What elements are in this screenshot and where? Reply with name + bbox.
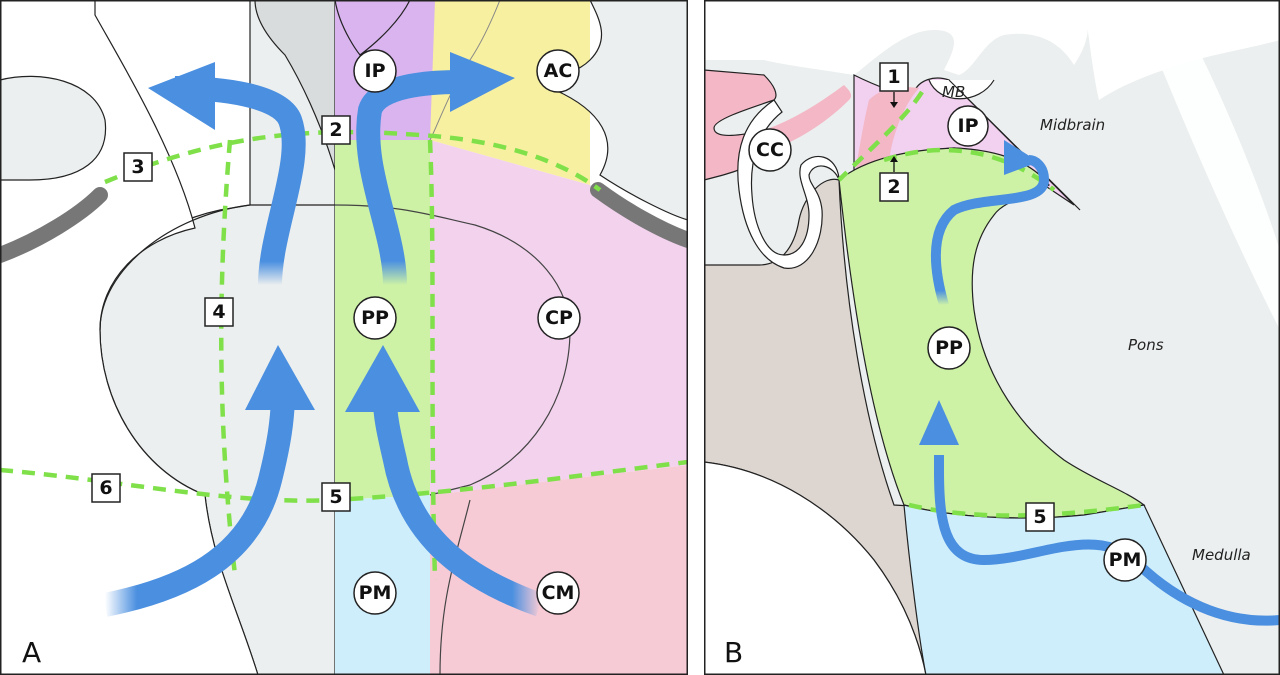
left-tentorial-edge bbox=[0, 187, 108, 263]
zone-pm bbox=[903, 504, 1225, 675]
cistern-cp-label: CP bbox=[545, 307, 573, 329]
membrane-6-box: 6 bbox=[91, 473, 121, 503]
ip-notch bbox=[334, 0, 411, 56]
right-temporal-lobe bbox=[554, 0, 688, 221]
panel-b-border bbox=[704, 0, 1280, 675]
flow-arrow-up-right-head bbox=[450, 52, 515, 112]
cistern-pm-label: PM bbox=[1109, 549, 1142, 571]
cistern-cc: CC bbox=[748, 128, 792, 172]
cistern-pm: PM bbox=[353, 571, 397, 615]
panel-b-diagram: CC IP PP PM 1 2 5 MB Midbrain Pons Medul… bbox=[704, 0, 1280, 675]
membrane-2-label: 2 bbox=[329, 119, 342, 141]
region-medulla-label: Medulla bbox=[1192, 546, 1251, 564]
left-temporal-lobe bbox=[0, 75, 107, 181]
flow-arrow-pm-to-pp-head bbox=[919, 400, 959, 445]
membrane-5-label: 5 bbox=[1033, 506, 1046, 528]
flow-arrow-lower-left-head bbox=[245, 345, 315, 410]
membrane-3-box: 3 bbox=[123, 152, 153, 182]
right-white-strip bbox=[1134, 0, 1280, 330]
cistern-ip: IP bbox=[947, 105, 989, 147]
zone-cm bbox=[430, 465, 688, 675]
mammillary-dome bbox=[254, 0, 336, 171]
cistern-ip: IP bbox=[353, 49, 397, 93]
cistern-cc-label: CC bbox=[756, 139, 784, 161]
membrane-2-label: 2 bbox=[887, 176, 900, 198]
membrane-lateral-line bbox=[427, 139, 438, 581]
membrane-2-line bbox=[104, 129, 602, 192]
flow-arrow-lower-right bbox=[373, 399, 545, 617]
membrane-3-label: 3 bbox=[131, 156, 144, 178]
region-mb-label: MB bbox=[942, 83, 965, 101]
mammillary-body bbox=[928, 79, 995, 100]
membrane-1-label: 1 bbox=[887, 66, 900, 88]
flow-arrow-up-left-head bbox=[148, 62, 215, 130]
cistern-pm-label: PM bbox=[359, 582, 392, 604]
cistern-cp: CP bbox=[537, 296, 581, 340]
flow-arrow-pp-to-ip-head bbox=[1004, 140, 1039, 175]
membrane-5-label: 5 bbox=[329, 486, 342, 508]
flow-arrow-lower-left bbox=[102, 399, 295, 617]
flow-arrow-pm-to-pp bbox=[934, 455, 1280, 626]
membrane-5-box: 5 bbox=[321, 482, 351, 512]
membrane-4-label: 4 bbox=[212, 301, 225, 323]
cistern-pp: PP bbox=[353, 296, 397, 340]
membrane-4-line bbox=[219, 139, 238, 576]
lower-left-white bbox=[704, 461, 927, 675]
cistern-cm: CM bbox=[536, 571, 580, 615]
cistern-ip-label: IP bbox=[958, 115, 979, 137]
flow-arrow-up-right bbox=[356, 70, 461, 286]
membrane-1-box: 1 bbox=[879, 62, 909, 92]
flow-arrow-pp-to-ip bbox=[930, 155, 1050, 307]
membrane-5-line bbox=[908, 502, 1145, 518]
membrane-2-box: 2 bbox=[879, 172, 909, 202]
panel-b: CC IP PP PM 1 2 5 MB Midbrain Pons Medul… bbox=[704, 0, 1280, 675]
panel-a-border bbox=[0, 0, 688, 675]
cistern-ip-label: IP bbox=[365, 60, 386, 82]
membrane-4-box: 4 bbox=[204, 297, 234, 327]
membrane-2-box: 2 bbox=[321, 115, 351, 145]
zone-ac bbox=[430, 0, 590, 185]
cistern-pp-label: PP bbox=[935, 337, 963, 359]
cistern-pp-label: PP bbox=[361, 307, 389, 329]
panel-a-letter: A bbox=[22, 636, 41, 669]
cistern-ac-label: AC bbox=[544, 60, 573, 82]
membrane-2-line bbox=[883, 147, 1056, 192]
membrane-1-line bbox=[837, 90, 924, 182]
pons-outline-left bbox=[99, 204, 335, 331]
flow-arrow-lower-right-head bbox=[345, 345, 420, 412]
upper-white-region bbox=[704, 0, 1089, 75]
panel-a: IP AC PP CP PM CM 2 3 4 5 6 A bbox=[0, 0, 688, 675]
cistern-pp: PP bbox=[927, 326, 971, 370]
pons-outline-right bbox=[334, 204, 571, 496]
right-tentorial-edge bbox=[590, 182, 688, 248]
flow-arrow-up-left bbox=[174, 76, 306, 286]
panel-a-diagram: IP AC PP CP PM CM 2 3 4 5 6 A bbox=[0, 0, 688, 675]
region-midbrain-label: Midbrain bbox=[1040, 116, 1105, 134]
cistern-ac: AC bbox=[536, 49, 580, 93]
cistern-pm: PM bbox=[1103, 538, 1147, 582]
membrane-6-label: 6 bbox=[99, 477, 112, 499]
cistern-cm-label: CM bbox=[542, 582, 575, 604]
panel-b-letter: B bbox=[724, 636, 743, 669]
membrane-5-box: 5 bbox=[1025, 502, 1055, 532]
region-pons-label: Pons bbox=[1128, 336, 1164, 354]
